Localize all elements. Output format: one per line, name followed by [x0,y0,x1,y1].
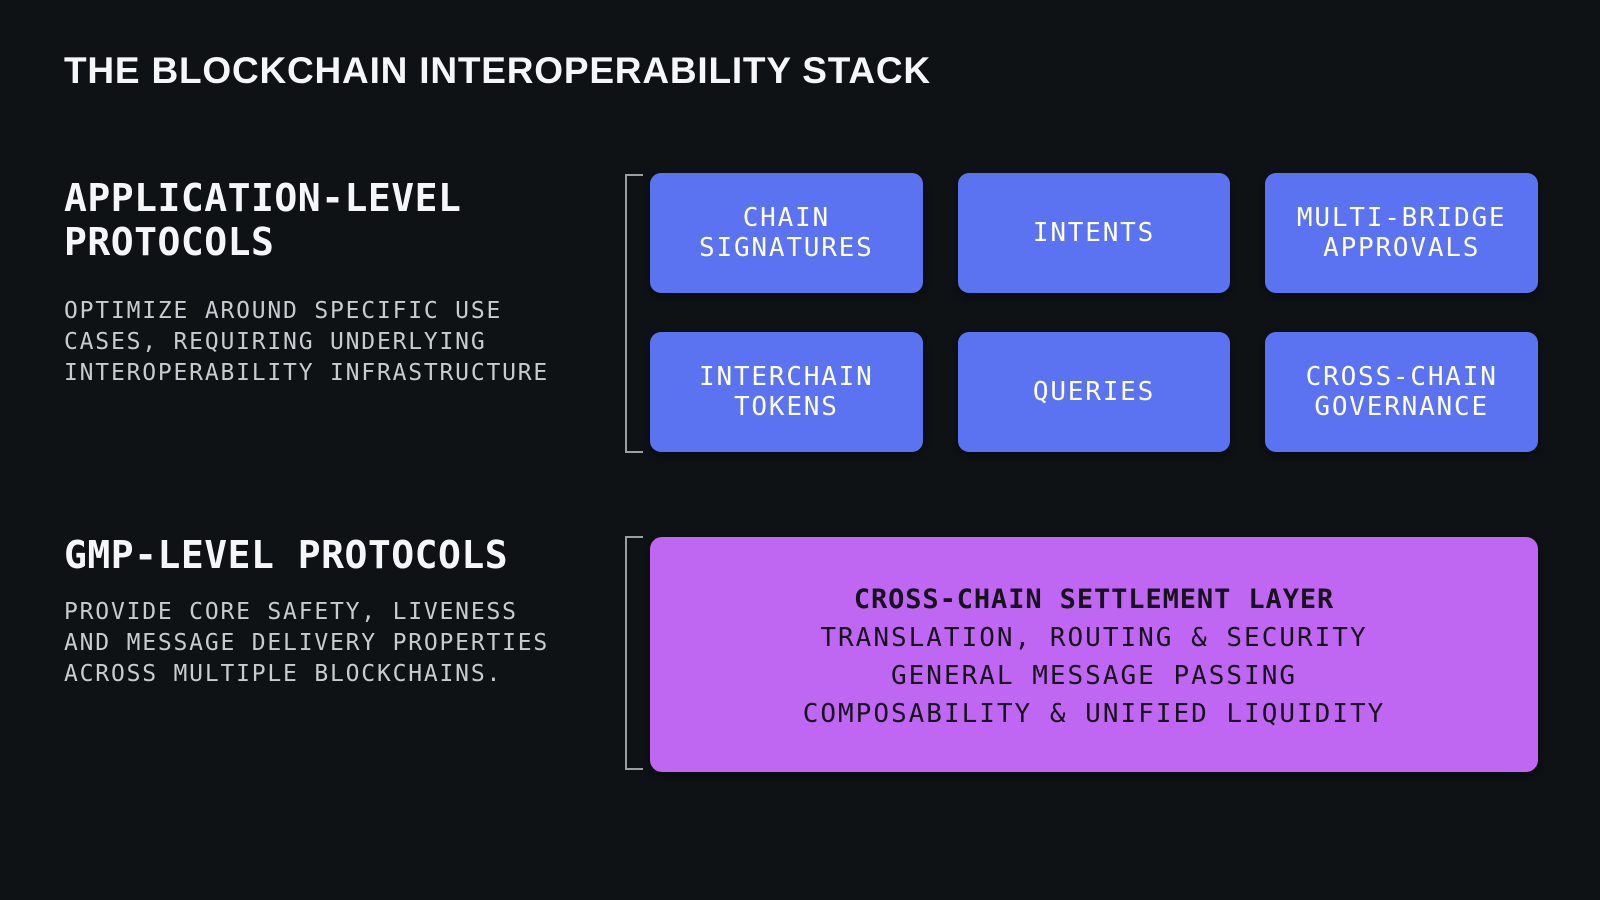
protocol-box-label: QUERIES [1032,377,1156,407]
protocol-box-label: TOKENS [733,392,839,422]
page-title: THE BLOCKCHAIN INTEROPERABILITY STACK [64,50,931,91]
application-section-description: OPTIMIZE AROUND SPECIFIC USE CASES, REQU… [64,296,549,389]
gmp-heading-line: GMP-LEVEL PROTOCOLS [64,533,509,577]
settlement-layer-line: TRANSLATION, ROUTING & SECURITY [820,622,1368,653]
protocol-box-cross-chain-governance: CROSS-CHAIN GOVERNANCE [1265,332,1538,452]
protocol-box-interchain-tokens: INTERCHAIN TOKENS [650,332,923,452]
application-protocol-grid: CHAIN SIGNATURES INTENTS MULTI-BRIDGE AP… [650,173,1538,452]
description-line: ACROSS MULTIPLE BLOCKCHAINS. [64,661,503,687]
application-group-bracket [625,174,643,453]
protocol-box-queries: QUERIES [957,332,1231,452]
protocol-box-label: CROSS-CHAIN [1305,362,1498,392]
protocol-box-label: CHAIN [742,203,830,233]
gmp-section-heading: GMP-LEVEL PROTOCOLS [64,533,508,577]
settlement-layer-line: COMPOSABILITY & UNIFIED LIQUIDITY [802,698,1386,729]
protocol-box-intents: INTENTS [957,173,1231,293]
application-heading-line: APPLICATION-LEVEL [64,176,462,220]
settlement-layer-box: CROSS-CHAIN SETTLEMENT LAYER TRANSLATION… [650,537,1538,772]
description-line: INTEROPERABILITY INFRASTRUCTURE [64,360,550,386]
gmp-group-bracket [625,536,643,770]
protocol-box-label: SIGNATURES [699,233,874,263]
protocol-box-chain-signatures: CHAIN SIGNATURES [650,173,923,293]
settlement-layer-line: GENERAL MESSAGE PASSING [890,660,1298,691]
description-line: PROVIDE CORE SAFETY, LIVENESS [64,599,518,625]
gmp-section-description: PROVIDE CORE SAFETY, LIVENESS AND MESSAG… [64,597,549,690]
application-section-heading: APPLICATION-LEVEL PROTOCOLS [64,176,461,264]
protocol-box-label: GOVERNANCE [1314,392,1489,422]
description-line: AND MESSAGE DELIVERY PROPERTIES [64,630,550,656]
description-line: OPTIMIZE AROUND SPECIFIC USE [64,298,503,324]
protocol-box-label: INTENTS [1032,218,1156,248]
settlement-layer-title: CROSS-CHAIN SETTLEMENT LAYER [853,583,1335,615]
protocol-box-multi-bridge-approvals: MULTI-BRIDGE APPROVALS [1265,173,1538,293]
description-line: CASES, REQUIRING UNDERLYING [64,329,487,355]
protocol-box-label: INTERCHAIN [699,362,874,392]
application-heading-line: PROTOCOLS [64,220,275,264]
protocol-box-label: MULTI-BRIDGE [1296,203,1507,233]
protocol-box-label: APPROVALS [1323,233,1481,263]
